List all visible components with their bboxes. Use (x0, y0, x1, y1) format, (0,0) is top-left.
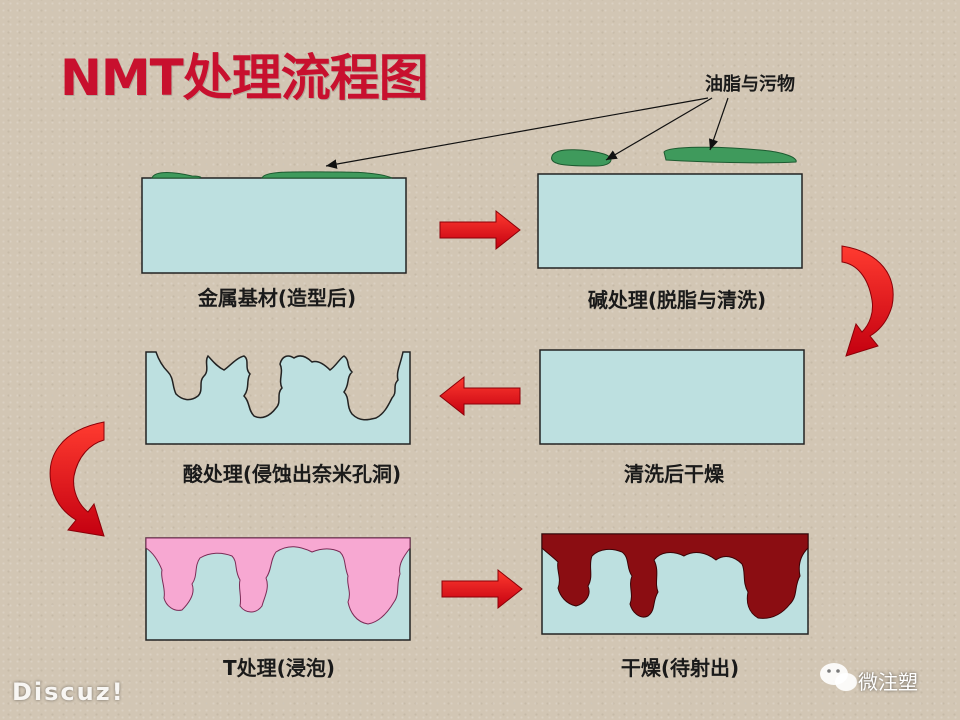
step-4-acid (145, 351, 411, 445)
page-title: NMT处理流程图 (60, 49, 429, 107)
step-1-label: 金属基材(造型后) (197, 286, 357, 310)
step-6-label: 干燥(待射出) (620, 656, 740, 680)
metal-block (537, 173, 803, 269)
flow-arrow-left (439, 375, 521, 417)
wechat-icon (820, 663, 857, 691)
immersion-layer (145, 537, 411, 625)
oil-patch (151, 172, 202, 179)
metal-block (141, 177, 407, 274)
step-1-substrate (141, 171, 407, 274)
step-5-t-treatment (145, 537, 411, 641)
flow-arrow-curve-left (49, 421, 105, 537)
cured-layer (541, 533, 809, 619)
watermark-left: Discuz! (12, 678, 125, 706)
step-3-dried (539, 349, 805, 445)
flow-arrow-right-1 (439, 209, 521, 251)
step-2-label: 碱处理(脱脂与清洗) (587, 288, 767, 312)
etched-block (145, 351, 411, 445)
step-6-final (541, 533, 809, 635)
watermark-right: 微注塑 (858, 670, 918, 694)
step-3-label: 清洗后干燥 (624, 462, 724, 486)
oil-patch (261, 171, 393, 179)
step-4-label: 酸处理(侵蚀出奈米孔洞) (182, 462, 402, 486)
oil-droplet (551, 149, 612, 167)
callout-arrows (325, 97, 729, 169)
flow-arrow-right-2 (441, 568, 523, 610)
metal-block (539, 349, 805, 445)
oil-callout-label: 油脂与污物 (705, 74, 795, 95)
oil-droplet (663, 146, 797, 164)
step-5-label: T处理(浸泡) (223, 656, 335, 680)
step-2-alkaline (537, 146, 803, 269)
flow-arrow-curve-right (841, 245, 894, 357)
